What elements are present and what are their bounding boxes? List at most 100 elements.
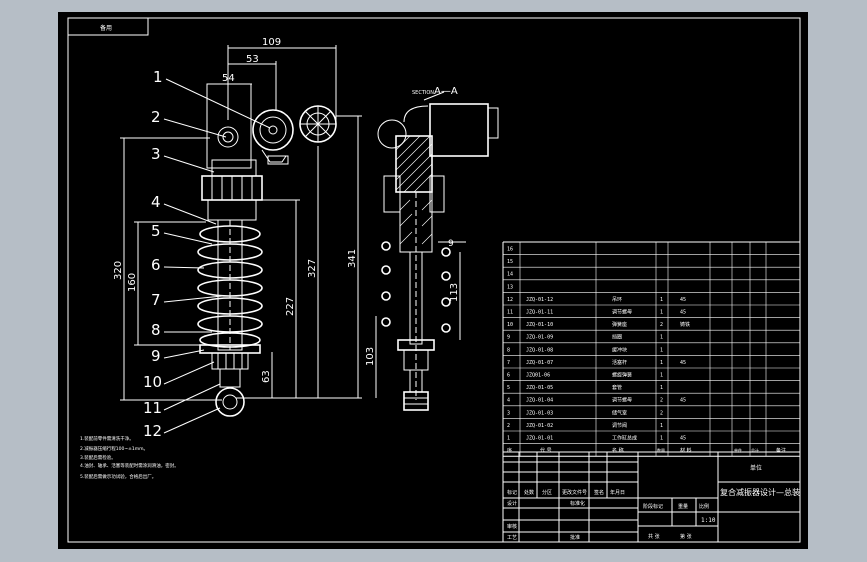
- tb-sheets: 共 张: [648, 533, 660, 540]
- dim-320: 320: [113, 261, 124, 280]
- bom-row-name: 缓冲块: [612, 346, 627, 353]
- section-label: SECTION: [412, 90, 434, 96]
- balloon-1: 1: [153, 68, 163, 86]
- drawing-canvas: [58, 12, 808, 549]
- tb-title: 复合减振器设计—总装: [720, 487, 800, 497]
- bom-row-no: 4: [507, 398, 510, 404]
- bom-row-name: 工作缸总成: [612, 435, 637, 442]
- balloon-2: 2: [151, 108, 161, 126]
- bom-row-code: JZQ-01-08: [526, 347, 553, 353]
- dim-109: 109: [262, 37, 281, 48]
- bom-header-total-weight: 总计: [751, 447, 759, 453]
- corner-tag-box: [67, 17, 149, 36]
- bom-row-qty: 2: [660, 410, 663, 416]
- section-name: A—A: [434, 86, 458, 97]
- section-coils: [381, 241, 451, 333]
- tb-count: 处数: [524, 489, 534, 496]
- adjust-nut-flats: [211, 176, 253, 200]
- dim-227: 227: [285, 297, 296, 316]
- tb-process: 工艺: [507, 535, 517, 541]
- tb-sign: 签名: [594, 489, 604, 496]
- bom-row-no: 7: [507, 360, 510, 366]
- valve-fitting: [261, 149, 287, 163]
- bom-row-code: JZQ-01-02: [526, 423, 553, 429]
- bom-row-name: 螺旋弹簧: [612, 372, 632, 379]
- tb-mark: 标记: [507, 489, 517, 496]
- corner-tag: 备用: [100, 24, 112, 32]
- bom-row-qty: 1: [660, 436, 663, 442]
- bom-header-qty: 数量: [657, 447, 665, 453]
- section-hatch-2: [399, 199, 433, 245]
- section-top-eye: [377, 119, 407, 149]
- technical-notes: 1.装配前零件需清洗干净。 2.减振器压缩行程100~±1mm。 3.装配后需检…: [80, 435, 179, 480]
- bom-row-material: 铸铁: [680, 321, 690, 328]
- bom-header-name: 名 称: [612, 447, 624, 454]
- tb-weight: 重量: [678, 503, 688, 510]
- adjust-knob-inner: [259, 116, 287, 144]
- bom-row-no: 12: [507, 297, 513, 303]
- bom-row-qty: 1: [660, 335, 663, 341]
- dim-9: 9: [448, 239, 454, 249]
- bom-row-qty: 2: [660, 322, 663, 328]
- bom-row-no: 1: [507, 436, 510, 442]
- bom-row-code: JZQ-01-04: [526, 398, 553, 404]
- valve-nut: [267, 155, 289, 165]
- lower-eye: [215, 387, 245, 417]
- bom-row-name: 调节阀: [612, 422, 627, 429]
- tb-approve: 批准: [570, 534, 580, 541]
- bom-row-code: JZQ-01-01: [526, 436, 553, 442]
- bom-row-no: 6: [507, 373, 510, 379]
- rod-end: [219, 368, 241, 388]
- revision-grid: [503, 452, 638, 542]
- bom-row-qty: 1: [660, 373, 663, 379]
- balloon-7: 7: [151, 291, 161, 309]
- tb-company: 单位: [750, 464, 762, 472]
- dimensions-main: 109 53 54 320 160 227 327 341 63: [113, 37, 362, 401]
- dim-53: 53: [246, 54, 259, 65]
- section-elbow: [403, 105, 429, 123]
- bom-row-name: 活塞杆: [612, 359, 627, 366]
- dim-103: 103: [365, 347, 376, 366]
- bom-row-material: 45: [680, 360, 686, 366]
- adjust-knob-hub: [268, 125, 278, 135]
- bom-row-no: 10: [507, 322, 513, 328]
- balloon-8: 8: [151, 321, 161, 339]
- bom-header-code: 代 号: [540, 447, 552, 454]
- title-block-frame: [502, 451, 801, 543]
- balloon-3: 3: [151, 145, 161, 163]
- bom-row-material: 45: [680, 436, 686, 442]
- note-5: 5.装配后需做示功试验，合格后出厂。: [80, 473, 156, 480]
- reservoir-knurl: [300, 106, 336, 142]
- bom-row-name: 弹簧座: [612, 321, 627, 328]
- bom-row-material: 45: [680, 398, 686, 404]
- bom-row-name: 套管: [612, 384, 622, 391]
- dim-160: 160: [127, 273, 138, 292]
- tb-ratio: 比例: [699, 503, 709, 510]
- adjust-knob: [252, 109, 294, 151]
- bom-row-name: 吊环: [612, 297, 622, 303]
- dim-63: 63: [261, 370, 272, 383]
- bom-row-qty: 2: [660, 398, 663, 404]
- bom-row-no: 16: [507, 247, 513, 253]
- tb-std: 标准化: [570, 500, 585, 507]
- tb-date: 年月日: [610, 489, 625, 496]
- lower-eye-bushing: [222, 394, 238, 410]
- main-view: [197, 83, 337, 417]
- bom-row-no: 3: [507, 410, 510, 416]
- bom-header-material: 材 料: [680, 447, 692, 454]
- bom-row-code: JZQ-01-05: [526, 385, 553, 391]
- bom-header-remark: 备注: [776, 447, 786, 454]
- bom-row-no: 2: [507, 423, 510, 429]
- bom-row-name: 挡圈: [612, 334, 622, 341]
- bom-row-code: JZQ-01-11: [526, 310, 553, 316]
- coil-spring: [197, 225, 263, 348]
- section-eye: [403, 391, 429, 411]
- bom-row-material: 45: [680, 310, 686, 316]
- bom-row-name: 调节螺母: [612, 309, 632, 316]
- tb-stage: 阶段标记: [643, 503, 663, 510]
- bom-row-code: JZQ-01-07: [526, 360, 553, 366]
- valve-port-inner: [222, 131, 234, 143]
- balloon-leaders: [163, 78, 271, 434]
